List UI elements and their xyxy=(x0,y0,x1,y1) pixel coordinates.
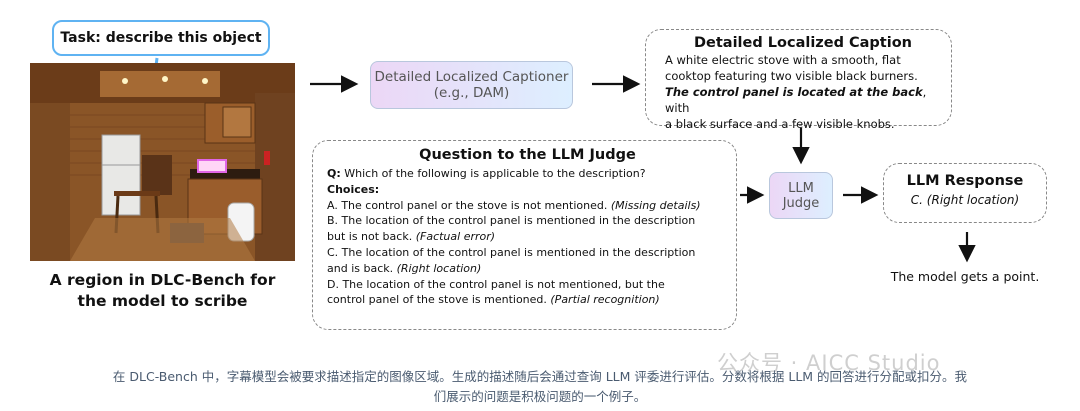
choice-b-text: but is not back. xyxy=(327,230,416,244)
captioner-label: Detailed Localized Captioner xyxy=(374,69,569,85)
choice-c-tag: (Right location) xyxy=(396,261,482,275)
choice-a-tag: (Missing details) xyxy=(610,198,701,212)
highlighted-stove-region xyxy=(197,159,227,173)
localized-caption-box: Detailed Localized Caption A white elect… xyxy=(645,29,952,131)
judge-question-box: Question to the LLM Judge Q: Which of th… xyxy=(312,140,737,330)
caption-body: A white electric stove with a smooth, fl… xyxy=(665,52,941,132)
choice-a-text: A. The control panel or the stove is not… xyxy=(327,198,611,212)
llm-response-box: LLM Response C. (Right location) xyxy=(883,163,1047,223)
caption-line: a black surface and a few visible knobs. xyxy=(665,117,895,131)
choice-b-tag: (Factual error) xyxy=(415,230,496,244)
figure-caption: 在 DLC-Bench 中，字幕模型会被要求描述指定的图像区域。生成的描述随后会… xyxy=(0,367,1080,407)
captioner-example: (e.g., DAM) xyxy=(433,85,510,101)
choice-d-line1: D. The location of the control panel is … xyxy=(327,277,665,291)
choices-label: Choices: xyxy=(327,182,728,198)
q-text: Which of the following is applicable to … xyxy=(340,167,646,180)
region-caption-line1: A region in DLC-Bench for xyxy=(49,271,276,289)
caption-line: The control panel is located at the back… xyxy=(665,84,941,116)
llm-judge-node: LLM Judge xyxy=(769,172,833,219)
choice-d-text: control panel of the stove is mentioned. xyxy=(327,293,551,307)
choice-d-line2: control panel of the stove is mentioned.… xyxy=(327,292,728,308)
figure-caption-line1: 在 DLC-Bench 中，字幕模型会被要求描述指定的图像区域。生成的描述随后会… xyxy=(112,369,968,384)
choice-a: A. The control panel or the stove is not… xyxy=(327,198,728,214)
region-caption-line2: the model to scribe xyxy=(77,292,248,310)
kitchen-region-photo xyxy=(30,63,295,261)
question-title: Question to the LLM Judge xyxy=(419,147,636,163)
choice-c-line1: C. The location of the control panel is … xyxy=(327,245,696,259)
choice-d-tag: (Partial recognition) xyxy=(550,293,660,307)
choice-c-text: and is back. xyxy=(327,261,397,275)
choice-b-line2: but is not back. (Factual error) xyxy=(327,229,728,245)
captioner-node: Detailed Localized Captioner (e.g., DAM) xyxy=(370,61,573,109)
choices-heading: Choices: xyxy=(327,182,380,196)
point-result: The model gets a point. xyxy=(890,269,1040,284)
caption-line: cooktop featuring two visible black burn… xyxy=(665,69,918,83)
choice-c-line2: and is back. (Right location) xyxy=(327,261,728,277)
watermark: 公众号 · AICC Studio xyxy=(717,351,941,375)
response-title: LLM Response xyxy=(906,173,1024,189)
question-line: Q: Which of the following is applicable … xyxy=(327,166,728,182)
caption-line: A white electric stove with a smooth, fl… xyxy=(665,53,901,67)
judge-line2: Judge xyxy=(782,195,820,211)
caption-title: Detailed Localized Caption xyxy=(693,35,912,51)
choice-b-line1: B. The location of the control panel is … xyxy=(327,214,696,228)
caption-line-rest: , with xyxy=(665,85,927,115)
response-answer: C. (Right location) xyxy=(910,193,1020,207)
figure-caption-line2: 们展示的问题是积极问题的一个例子。 xyxy=(433,389,647,404)
judge-line1: LLM xyxy=(788,180,814,196)
caption-emphasis: The control panel is located at the back xyxy=(665,85,923,99)
region-caption: A region in DLC-Bench for the model to s… xyxy=(30,270,295,312)
task-label: Task: describe this object xyxy=(52,20,270,56)
q-label: Q: xyxy=(327,167,341,180)
